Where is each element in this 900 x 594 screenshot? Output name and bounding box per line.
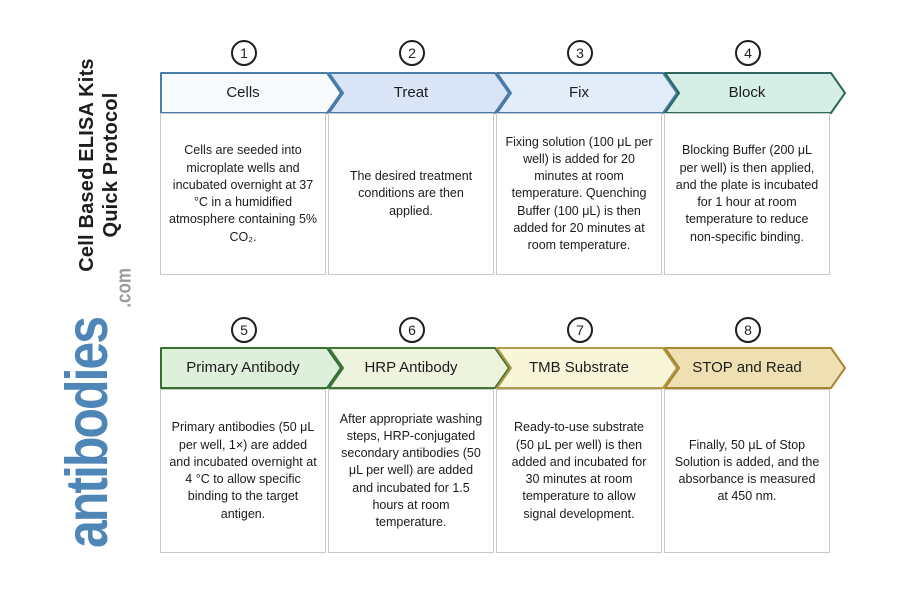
arrow-hrp-antibody: [328, 347, 510, 389]
step-number-badge: 4: [735, 40, 761, 66]
step-number: 5: [240, 322, 248, 338]
step-description-box: Fixing solution (100 μL per well) is add…: [496, 113, 662, 275]
logo-domain-suffix: .com: [112, 268, 136, 308]
page-title: Cell Based ELISA Kits Quick Protocol: [75, 35, 123, 295]
brand-logo: antibodies .com: [53, 268, 143, 548]
step-description-box: Cells are seeded into microplate wells a…: [160, 113, 326, 275]
arrow-stop-and-read: [664, 347, 846, 389]
step-description: Fixing solution (100 μL per well) is add…: [505, 134, 653, 253]
step-number: 3: [576, 45, 584, 61]
step-description-box: Primary antibodies (50 μL per well, 1×) …: [160, 389, 326, 553]
step-description: After appropriate washing steps, HRP-con…: [339, 411, 483, 530]
step-number-badge: 6: [399, 317, 425, 343]
step-description: Ready-to-use substrate (50 μL per well) …: [511, 420, 647, 521]
step-label: Block: [728, 83, 766, 101]
step-number: 6: [408, 322, 416, 338]
step-description-box: Finally, 50 μL of Stop Solution is added…: [664, 389, 830, 553]
title-line-2: Quick Protocol: [100, 92, 122, 238]
step-description-box: The desired treatment conditions are the…: [328, 113, 494, 275]
arrow-fix: [496, 72, 678, 114]
step-description: Finally, 50 μL of Stop Solution is added…: [674, 437, 820, 504]
step-label: Fix: [569, 83, 589, 101]
step-number: 7: [576, 322, 584, 338]
arrow-tmb-substrate: [496, 347, 678, 389]
process-arrows-row2: [160, 347, 846, 389]
step-number: 2: [408, 45, 416, 61]
step-label: Cells: [226, 83, 260, 101]
step-description-box: Blocking Buffer (200 μL per well) is the…: [664, 113, 830, 275]
step-label: Treat: [393, 83, 429, 101]
step-description: Blocking Buffer (200 μL per well) is the…: [675, 143, 819, 244]
step-number-badge: 1: [231, 40, 257, 66]
process-arrows-row1: [160, 72, 846, 114]
arrow-primary-antibody: [160, 347, 342, 389]
step-number: 4: [744, 45, 752, 61]
arrow-cells: [160, 72, 342, 114]
step-number-badge: 3: [567, 40, 593, 66]
step-number-badge: 8: [735, 317, 761, 343]
step-number-badge: 2: [399, 40, 425, 66]
step-label: Primary Antibody: [186, 358, 300, 376]
step-description: The desired treatment conditions are the…: [349, 169, 473, 218]
step-label: STOP and Read: [692, 358, 802, 376]
logo-wordmark: antibodies: [53, 317, 121, 548]
step-number-badge: 7: [567, 317, 593, 343]
title-line-1: Cell Based ELISA Kits: [76, 58, 98, 272]
step-label: HRP Antibody: [364, 358, 458, 376]
step-number: 1: [240, 45, 248, 61]
step-description: Cells are seeded into microplate wells a…: [169, 143, 318, 244]
step-number: 8: [744, 322, 752, 338]
arrow-treat: [328, 72, 510, 114]
step-description-box: Ready-to-use substrate (50 μL per well) …: [496, 389, 662, 553]
arrow-block: [664, 72, 846, 114]
step-description-box: After appropriate washing steps, HRP-con…: [328, 389, 494, 553]
step-number-badge: 5: [231, 317, 257, 343]
step-description: Primary antibodies (50 μL per well, 1×) …: [169, 420, 317, 521]
step-label: TMB Substrate: [528, 358, 630, 376]
